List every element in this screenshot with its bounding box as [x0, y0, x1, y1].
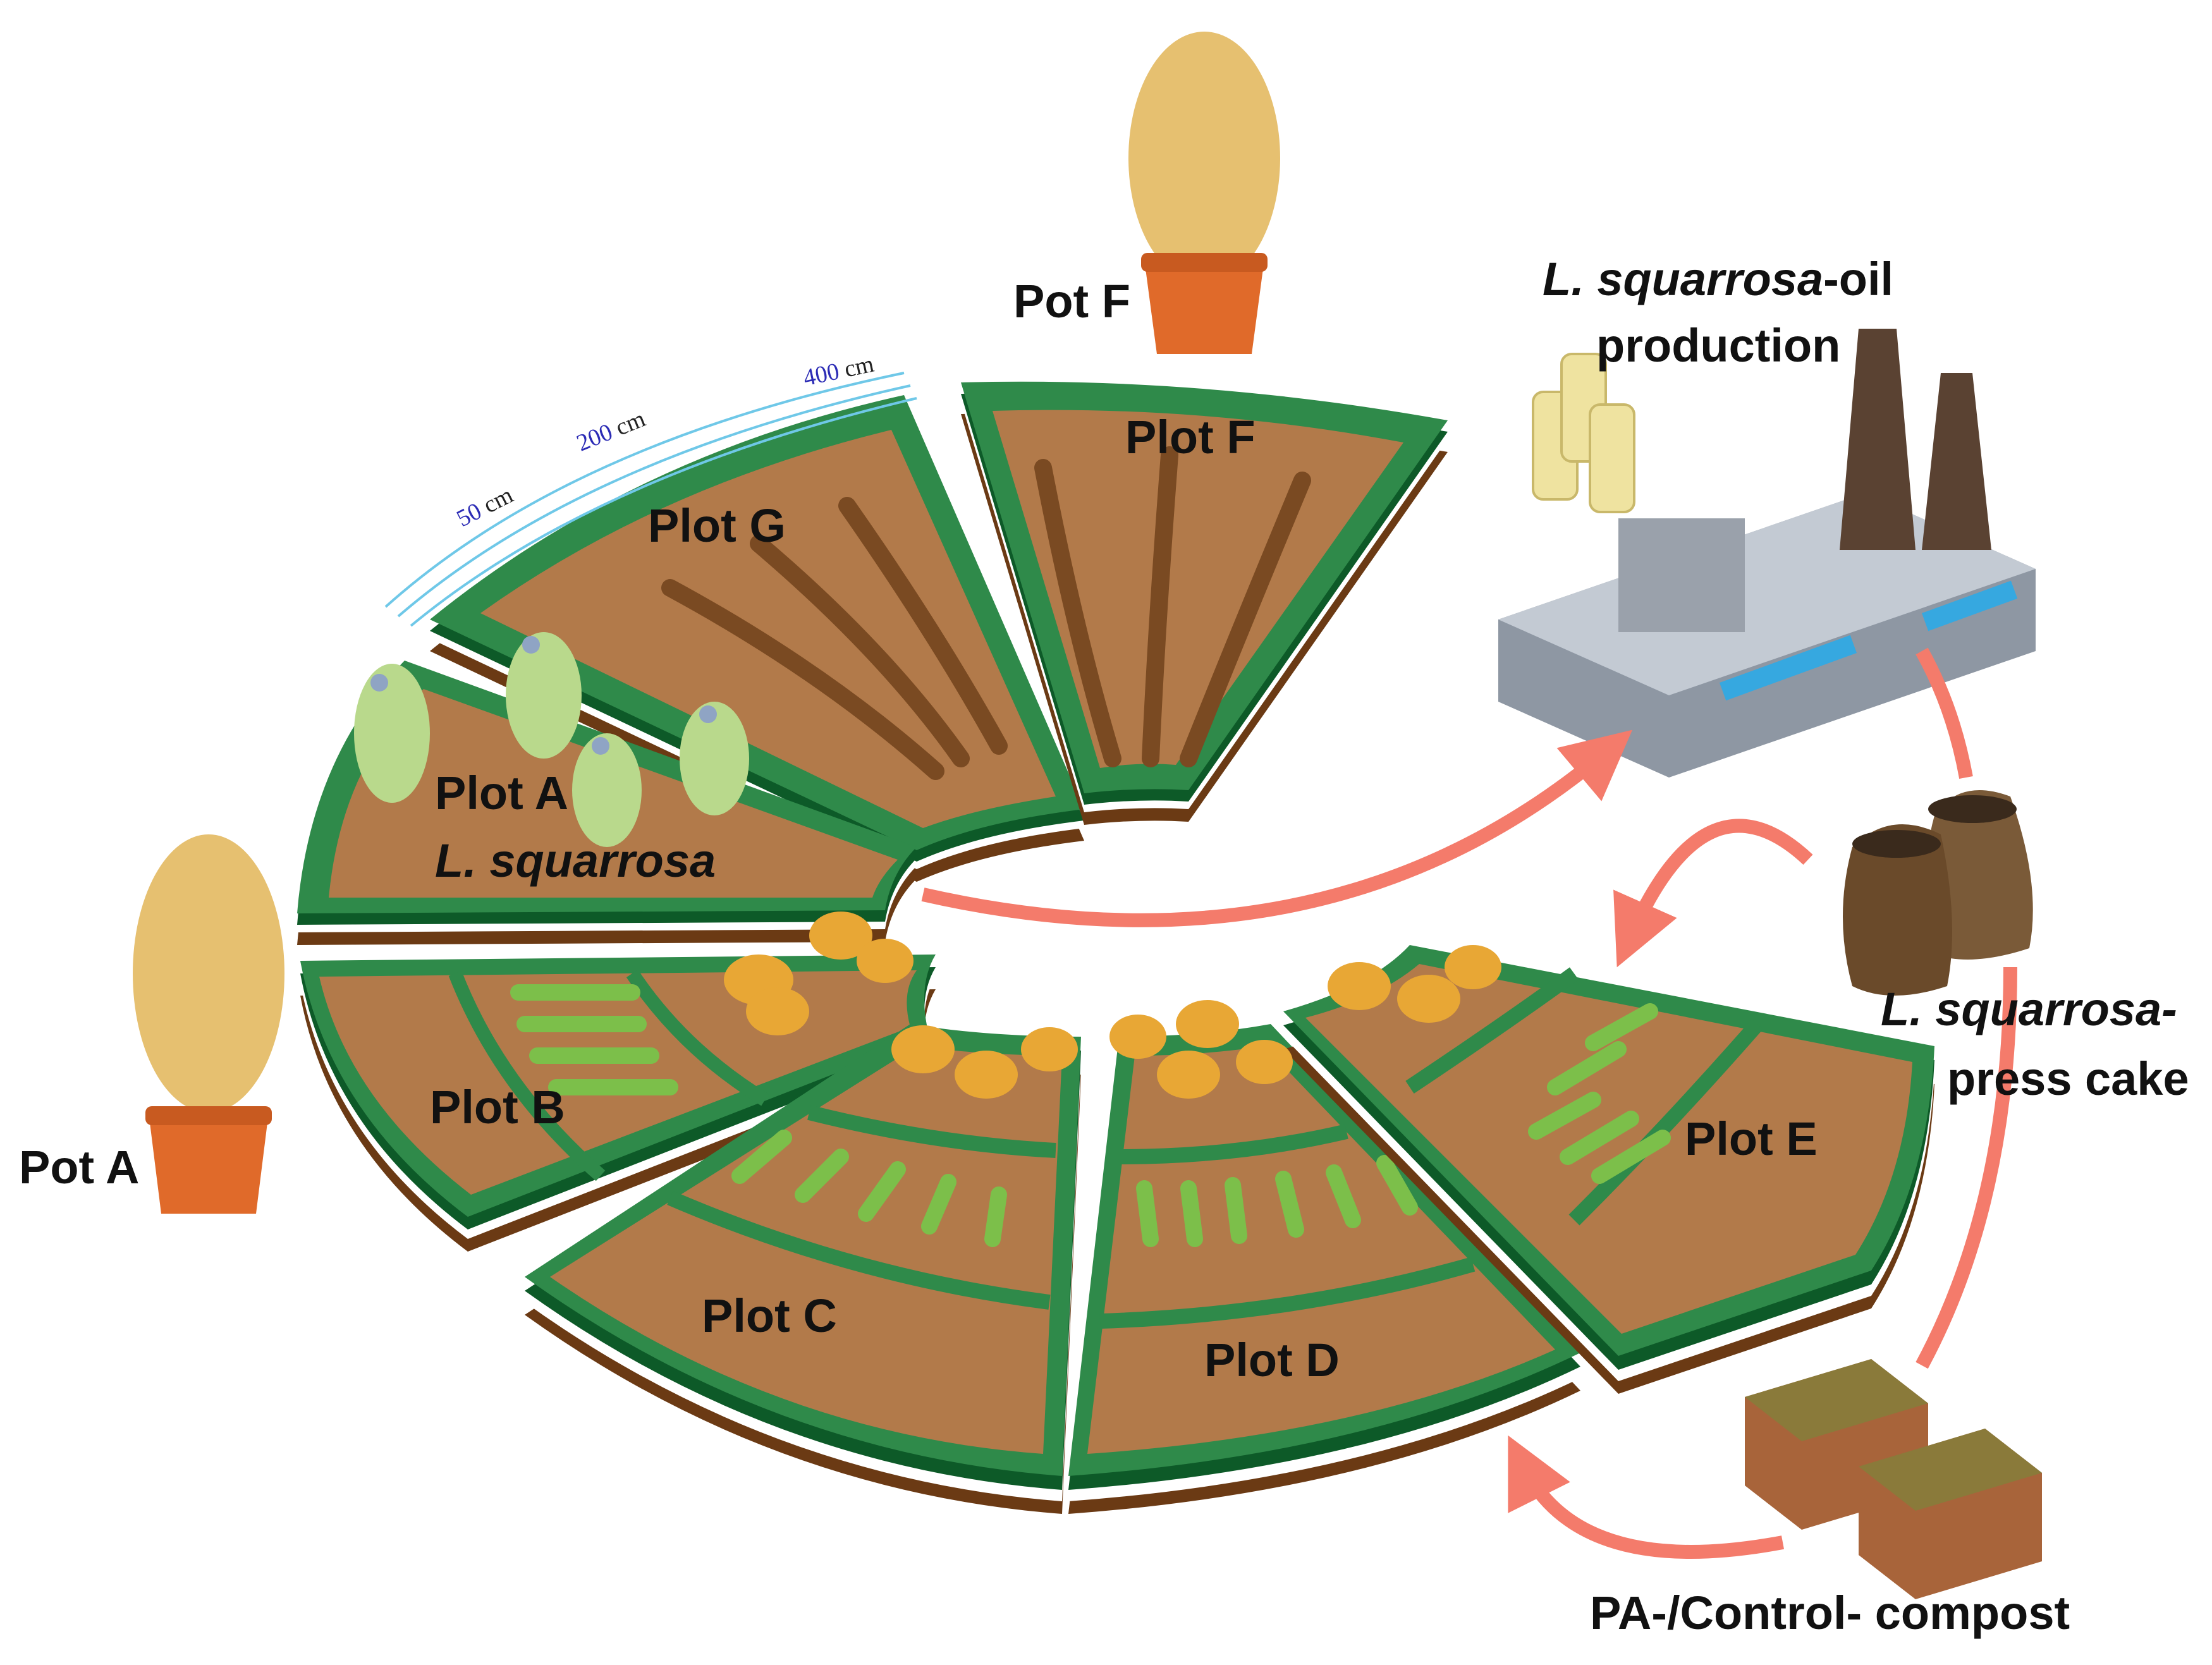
oil-bottles — [1532, 353, 1635, 513]
wheat-clumps — [724, 912, 1501, 1099]
plot-f-label: Plot F — [1125, 411, 1256, 463]
plot-a-label: Plot A — [435, 767, 569, 819]
plot-g — [430, 395, 1084, 882]
pot-f — [1128, 32, 1280, 354]
arrow-press-cake-to-compost — [1916, 967, 2017, 1369]
plot-c — [525, 1024, 1081, 1514]
oil-production-label-line1: L. squarrosa-oil — [1543, 253, 1894, 305]
flow-arrows — [921, 647, 2017, 1559]
oil-factory — [1498, 329, 2036, 778]
scale-arcs — [384, 372, 917, 627]
arrow-press-cake-to-plot-e — [1613, 819, 1813, 968]
plot-c-label: Plot C — [702, 1290, 837, 1342]
plot-g-label: Plot G — [648, 499, 786, 552]
arrow-factory-to-press-cake — [1916, 647, 1973, 779]
pot-a — [133, 834, 284, 1214]
pot-f-label: Pot F — [1013, 275, 1130, 327]
press-cake-label-line1: L. squarrosa- — [1881, 983, 2177, 1035]
compost-label: PA-/Control- compost — [1590, 1587, 2070, 1639]
oil-production-label-line2: production — [1596, 319, 1841, 372]
arrow-compost-to-plot-d — [1508, 1435, 1785, 1559]
press-cake-sacks — [1843, 790, 2033, 996]
pot-a-label: Pot A — [19, 1141, 140, 1193]
l-squarrosa-plants — [354, 632, 749, 847]
plot-f — [961, 381, 1448, 825]
plot-e-label: Plot E — [1685, 1113, 1818, 1165]
arrow-plot-a-to-factory — [921, 729, 1633, 927]
plot-d — [1068, 1024, 1580, 1514]
plot-a-species-label: L. squarrosa — [435, 834, 716, 887]
plot-e — [1283, 945, 1934, 1394]
plot-d-label: Plot D — [1204, 1334, 1340, 1386]
plot-a — [297, 632, 917, 945]
press-cake-label-line2: press cake — [1947, 1052, 2189, 1105]
compost-crates — [1745, 1359, 2042, 1599]
plot-b-label: Plot B — [430, 1081, 565, 1133]
